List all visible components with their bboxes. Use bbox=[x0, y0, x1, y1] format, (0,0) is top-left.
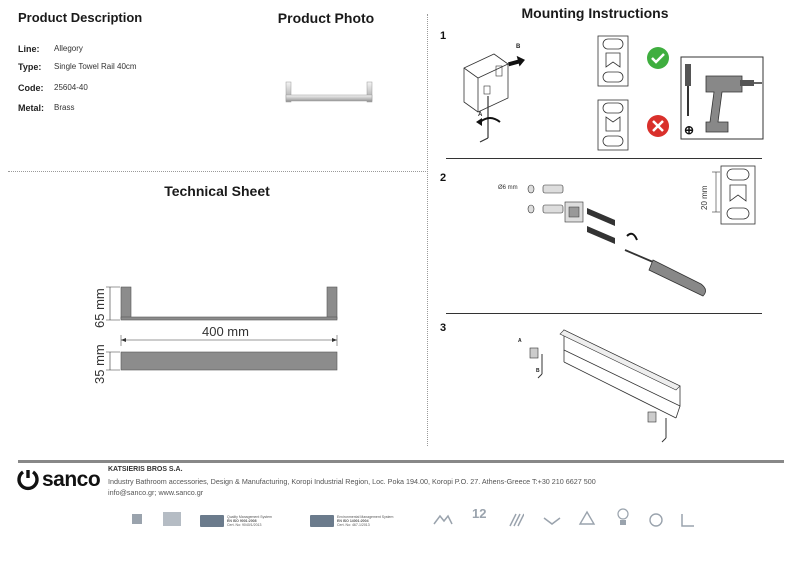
step-divider bbox=[446, 313, 762, 314]
slash-lines-icon bbox=[509, 513, 524, 527]
company-contact: info@sanco.gr; www.sanco.gr bbox=[108, 488, 204, 497]
recycle-icon bbox=[578, 510, 596, 525]
sanco-logo: sanco bbox=[16, 468, 101, 492]
step3-rail-mounted-illustration bbox=[529, 329, 681, 443]
spec-value: Brass bbox=[54, 103, 75, 112]
cert-line: EN ISO 9001:2008 bbox=[227, 518, 257, 523]
warranty-years-badge: 12 bbox=[472, 506, 487, 521]
tools-screwdriver-drill-icon: ⊕ bbox=[680, 56, 764, 140]
step-number-3: 3 bbox=[440, 322, 447, 334]
eu-flag-icon bbox=[310, 515, 334, 527]
cert-iso-9001: Quality Management System EN ISO 9001:20… bbox=[200, 510, 272, 532]
cert-line: Environmental Management System bbox=[337, 514, 394, 519]
spec-row-metal: Metal: Brass bbox=[18, 103, 74, 113]
spec-key: Line: bbox=[18, 44, 40, 54]
step1-label-b: B bbox=[516, 44, 521, 50]
corner-icon bbox=[681, 514, 694, 527]
company-name: KATSIERIS BROS S.A. bbox=[108, 466, 183, 473]
eu-flag-icon bbox=[200, 515, 224, 527]
spec-value: 25604-40 bbox=[54, 83, 88, 92]
cert-line: Quality Management System bbox=[227, 514, 272, 519]
spec-key: Type: bbox=[18, 62, 42, 72]
chevron-down-icon bbox=[543, 517, 561, 525]
step3-label-b: B bbox=[536, 368, 540, 374]
spec-key: Metal: bbox=[18, 103, 45, 113]
spec-row-type: Type: Single Towel Rail 40cm bbox=[18, 62, 137, 72]
hotel-badge-icon bbox=[132, 514, 142, 524]
step1-label-a: A bbox=[478, 112, 483, 118]
technical-drawing bbox=[106, 286, 338, 371]
spec-value: Single Towel Rail 40cm bbox=[54, 62, 137, 71]
footer-divider bbox=[18, 460, 784, 463]
spec-row-line: Line: Allegory bbox=[18, 44, 83, 54]
step2-assembly-illustration bbox=[527, 184, 706, 297]
step-number-1: 1 bbox=[440, 30, 447, 42]
step2-spacing-dim bbox=[712, 171, 720, 213]
bracket-correct-illustration bbox=[597, 35, 629, 87]
svg-text:⊕: ⊕ bbox=[684, 123, 694, 137]
dim-width-label: 400 mm bbox=[202, 324, 249, 339]
cross-icon bbox=[647, 115, 669, 137]
step1-bracket-illustration bbox=[463, 53, 509, 143]
step-number-2: 2 bbox=[440, 172, 447, 184]
check-icon bbox=[647, 47, 669, 69]
step2-bracket-detail bbox=[720, 165, 756, 225]
dim-height-label: 65 mm bbox=[92, 288, 107, 328]
spec-value: Allegory bbox=[54, 44, 83, 53]
mounting-heading: Mounting Instructions bbox=[521, 5, 669, 21]
product-description-heading: Product Description bbox=[18, 10, 143, 25]
circle-leaf-icon bbox=[649, 513, 663, 527]
step2-spacing-label: 20 mm bbox=[700, 185, 709, 210]
lightbulb-icon bbox=[617, 508, 629, 525]
bracket-wrong-illustration bbox=[597, 99, 629, 151]
dim-depth-label: 35 mm bbox=[92, 344, 107, 384]
step2-drill-label: Ø6 mm bbox=[498, 185, 518, 191]
section-divider bbox=[8, 171, 426, 172]
step-divider bbox=[446, 158, 762, 159]
sanco-logo-mark-icon bbox=[17, 470, 39, 491]
step3-label-a: A bbox=[518, 338, 522, 344]
cert-iso-14001: Environmental Management System EN ISO 1… bbox=[310, 510, 393, 532]
cert-line: Cert. No: 467-1/2013 bbox=[337, 523, 370, 528]
column-divider bbox=[427, 14, 428, 446]
technical-sheet-heading: Technical Sheet bbox=[164, 183, 270, 199]
spec-key: Code: bbox=[18, 83, 44, 93]
cert-line: EN ISO 14001:2004 bbox=[337, 518, 369, 523]
product-photo-heading: Product Photo bbox=[277, 10, 375, 26]
spec-row-code: Code: 25604-40 bbox=[18, 83, 88, 93]
anti-fingerprint-icon bbox=[433, 514, 453, 525]
arrow-right-icon bbox=[508, 55, 525, 67]
product-photo-rail bbox=[285, 81, 373, 103]
cert-line: Cert. No: 9040/1/2013 bbox=[227, 523, 262, 528]
sanco-logo-text: sanco bbox=[42, 468, 101, 491]
quality-100-badge-icon bbox=[163, 512, 181, 526]
company-address: Industry Bathroom accessories, Design & … bbox=[108, 477, 596, 486]
